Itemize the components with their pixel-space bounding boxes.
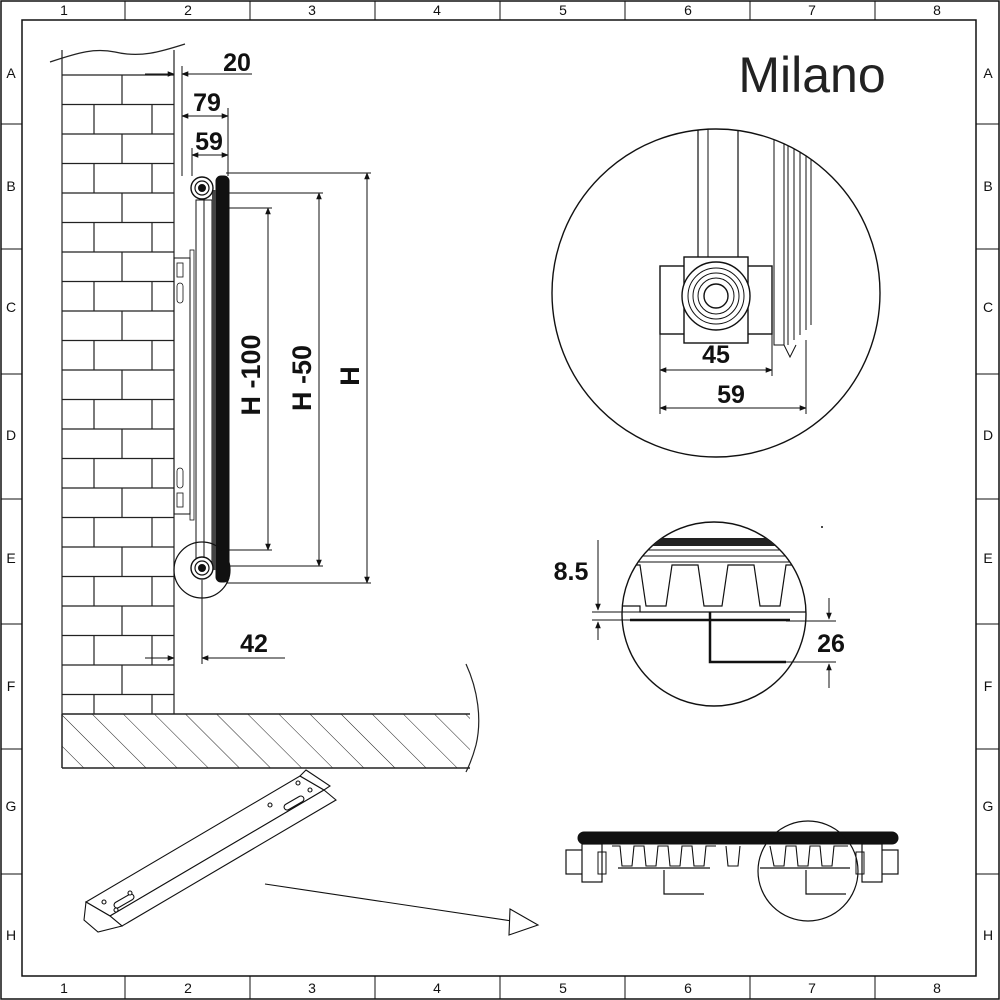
row-label-right-b: B (983, 178, 992, 194)
row-label-right-f: F (984, 678, 993, 694)
row-label-right-d: D (983, 427, 993, 443)
frame-labels: 1 2 3 4 5 6 7 8 1 2 3 4 5 6 7 8 A B C D … (6, 2, 994, 996)
stray-dot (821, 526, 823, 528)
dim-bottom-offset: 42 (240, 630, 268, 658)
col-label-bottom-8: 8 (933, 980, 941, 996)
brand-logo: Milano (738, 47, 885, 103)
dim-connection-outer: 59 (717, 381, 745, 409)
col-label-top-7: 7 (808, 2, 816, 18)
col-label-bottom-7: 7 (808, 980, 816, 996)
row-label-right-c: C (983, 299, 993, 315)
dim-fin-depth: 26 (817, 630, 845, 658)
dim-radiator-depth: 59 (195, 128, 223, 156)
dim-total-height: H (335, 366, 365, 386)
row-label-left-h: H (6, 927, 16, 943)
connection-detail (551, 128, 881, 458)
fin-detail (592, 521, 836, 707)
floor-section (61, 663, 480, 773)
col-label-bottom-6: 6 (684, 980, 692, 996)
col-label-top-5: 5 (559, 2, 567, 18)
wall-bracket-perspective (83, 769, 337, 933)
row-label-left-b: B (6, 178, 15, 194)
row-label-left-e: E (6, 550, 15, 566)
dim-connection-inner: 45 (702, 341, 730, 369)
col-label-bottom-3: 3 (308, 980, 316, 996)
col-label-bottom-4: 4 (433, 980, 441, 996)
col-label-bottom-1: 1 (60, 980, 68, 996)
row-label-right-h: H (983, 927, 993, 943)
radiator-side-view (173, 175, 231, 599)
col-label-bottom-2: 2 (184, 980, 192, 996)
row-label-right-g: G (983, 798, 994, 814)
col-label-top-1: 1 (60, 2, 68, 18)
row-label-left-d: D (6, 427, 16, 443)
dim-inner-height: H -100 (236, 334, 266, 415)
dim-fin-gap: 8.5 (554, 558, 589, 586)
dim-bracket-depth: 79 (193, 89, 221, 117)
col-label-top-4: 4 (433, 2, 441, 18)
row-label-left-f: F (7, 678, 16, 694)
brick-wall (49, 43, 186, 714)
row-label-right-a: A (983, 65, 993, 81)
col-label-top-3: 3 (308, 2, 316, 18)
col-label-bottom-5: 5 (559, 980, 567, 996)
dim-mid-height: H -50 (287, 345, 317, 411)
row-label-left-a: A (6, 65, 16, 81)
row-label-left-c: C (6, 299, 16, 315)
col-label-top-8: 8 (933, 2, 941, 18)
col-label-top-2: 2 (184, 2, 192, 18)
dim-wall-offset: 20 (223, 49, 251, 77)
direction-arrow (264, 883, 540, 936)
row-label-right-e: E (983, 550, 992, 566)
row-label-left-g: G (6, 798, 17, 814)
radiator-top-view (565, 820, 899, 922)
col-label-top-6: 6 (684, 2, 692, 18)
side-view-dimensions (145, 66, 371, 664)
